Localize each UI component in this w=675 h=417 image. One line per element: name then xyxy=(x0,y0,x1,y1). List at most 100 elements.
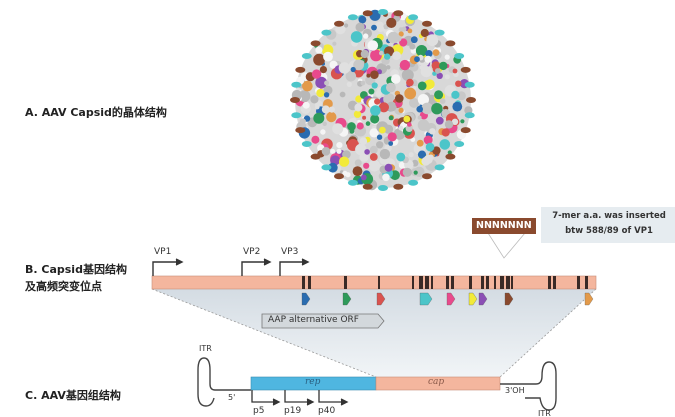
left-itr-icon xyxy=(197,357,251,407)
capsid-spike xyxy=(301,53,312,59)
mutation-marker xyxy=(468,292,478,306)
capsid-protein-blob xyxy=(444,54,450,60)
capsid-protein-blob xyxy=(388,115,394,121)
capsid-protein-blob xyxy=(323,148,329,155)
capsid-protein-blob xyxy=(326,111,337,123)
capsid-protein-blob xyxy=(319,66,327,74)
capsid-spike xyxy=(466,97,476,103)
capsid-spike xyxy=(295,66,306,73)
capsid-protein-blob xyxy=(395,94,404,103)
hotspot-band xyxy=(494,276,496,289)
capsid-spike xyxy=(445,153,456,160)
capsid-protein-blob xyxy=(371,82,378,89)
capsid-protein-blob xyxy=(323,92,330,98)
capsid-protein-blob xyxy=(367,40,379,51)
capsid-protein-blob xyxy=(460,119,465,124)
capsid-spike xyxy=(310,40,321,47)
capsid-spike xyxy=(464,81,475,88)
vp3-arrow-icon xyxy=(279,261,306,276)
rep-promoter-arrows xyxy=(251,390,349,406)
mutation-hotspot-bands xyxy=(302,276,588,289)
capsid-protein-blob xyxy=(426,34,439,47)
capsid-protein-blob xyxy=(368,159,381,172)
capsid-protein-blob xyxy=(387,132,397,142)
capsid-protein-blob xyxy=(365,121,371,126)
capsid-protein-blob xyxy=(379,50,384,56)
capsid-spike xyxy=(362,10,373,17)
capsid-protein-blob xyxy=(407,122,412,127)
capsid-protein-blob xyxy=(339,91,346,98)
five-prime-label: 5' xyxy=(228,393,236,402)
capsid-protein-blob xyxy=(382,173,390,182)
capsid-protein-blob xyxy=(387,31,400,44)
hotspot-band xyxy=(469,276,472,289)
capsid-protein-blob xyxy=(399,59,411,71)
capsid-protein-blob xyxy=(452,101,463,112)
capsid-protein-blob xyxy=(398,31,404,37)
capsid-protein-blob xyxy=(415,45,428,57)
capsid-protein-blob xyxy=(447,150,452,155)
capsid-protein-blob xyxy=(386,82,396,93)
capsid-protein-blob xyxy=(410,36,418,44)
capsid-protein-blob xyxy=(413,170,418,175)
capsid-protein-blob xyxy=(332,41,337,46)
capsid-protein-blob xyxy=(431,103,443,115)
capsid-protein-blob xyxy=(439,139,451,150)
capsid-protein-blob xyxy=(374,98,381,105)
hotspot-band xyxy=(500,276,504,289)
hotspot-band xyxy=(378,276,380,289)
mutation-marker xyxy=(301,292,311,306)
hotspot-band xyxy=(506,276,510,289)
capsid-protein-blob xyxy=(386,17,397,28)
capsid-protein-blob xyxy=(371,24,377,31)
capsid-spike xyxy=(301,141,312,147)
capsid-protein-blob xyxy=(302,80,313,92)
mutation-marker xyxy=(504,292,514,306)
capsid-protein-blob xyxy=(368,88,375,95)
capsid-protein-blob xyxy=(327,162,338,173)
capsid-protein-blob xyxy=(379,148,391,160)
capsid-protein-blob xyxy=(420,28,429,38)
mutation-marker xyxy=(446,292,456,306)
capsid-spike xyxy=(393,10,404,17)
capsid-protein-blob xyxy=(338,62,351,74)
capsid-protein-blob xyxy=(416,139,424,147)
hotspot-band xyxy=(446,276,449,289)
capsid-spike xyxy=(434,29,445,36)
capsid-protein-blob xyxy=(436,72,443,80)
capsid-protein-blob xyxy=(354,103,363,112)
capsid-protein-blob xyxy=(398,107,404,113)
capsid-protein-blob xyxy=(360,80,366,86)
insert-box xyxy=(472,218,536,234)
capsid-protein-blob xyxy=(359,137,368,145)
capsid-spike xyxy=(393,183,404,190)
capsid-protein-blob xyxy=(356,122,364,130)
capsid-protein-blob xyxy=(441,128,450,137)
capsid-protein-blob xyxy=(425,79,435,89)
capsid-spike xyxy=(321,29,332,36)
capsid-protein-blob xyxy=(355,95,363,103)
capsid-protein-blob xyxy=(360,174,367,181)
capsid-protein-blob xyxy=(378,102,389,113)
capsid-spike xyxy=(422,20,432,27)
vp3-label: VP3 xyxy=(281,247,299,257)
capsid-protein-blob xyxy=(424,55,432,63)
capsid-protein-blob xyxy=(435,68,441,74)
hotspot-band xyxy=(451,276,454,289)
hotspot-band xyxy=(486,276,489,289)
hotspot-band xyxy=(344,276,347,289)
hotspot-band xyxy=(553,276,556,289)
right-itr-icon xyxy=(500,361,557,411)
capsid-protein-blob xyxy=(421,102,434,115)
zoom-shading xyxy=(152,289,596,377)
vp1-label: VP1 xyxy=(154,247,172,257)
capsid-spike xyxy=(460,66,471,73)
capsid-protein-blob xyxy=(360,49,369,59)
capsid-protein-blob xyxy=(321,105,330,114)
hotspot-band xyxy=(302,276,305,289)
capsid-protein-blob xyxy=(369,145,378,154)
insert-note-line1: 7-mer a.a. was inserted xyxy=(552,211,666,221)
capsid-protein-blob xyxy=(347,122,356,131)
capsid-protein-blob xyxy=(370,114,380,124)
capsid-protein-blob xyxy=(344,23,349,28)
